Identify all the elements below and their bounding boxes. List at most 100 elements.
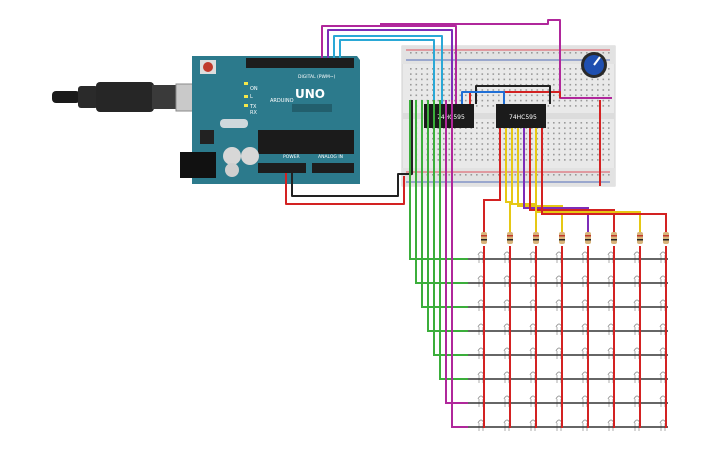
breadboard-hole [558,105,561,107]
breadboard-hole [575,132,577,135]
breadboard-hole [514,174,517,176]
breadboard-hole [503,132,506,135]
breadboard-hole [459,143,462,145]
breadboard-hole [437,83,440,86]
power-header [258,163,306,173]
breadboard-hole [509,68,511,70]
breadboard-hole [525,137,528,140]
breadboard-hole [553,89,555,91]
breadboard-hole [536,83,539,86]
breadboard-hole [586,89,588,91]
breadboard-hole [569,122,572,124]
breadboard-hole [597,137,599,140]
breadboard-hole [448,78,451,81]
breadboard-hole [410,94,412,97]
breadboard-hole [487,68,489,70]
breadboard-hole [465,143,467,145]
breadboard-hole [481,159,484,161]
breadboard-hole [503,89,506,91]
reset-button[interactable] [203,62,213,72]
breadboard-hole [514,148,517,151]
breadboard-hole [591,153,594,156]
breadboard-hole [547,73,550,75]
breadboard-hole [454,89,456,91]
breadboard-hole [558,122,561,124]
breadboard-hole [536,78,539,81]
breadboard-hole [520,132,522,135]
breadboard-hole [575,99,577,102]
breadboard-hole [421,94,423,97]
breadboard-hole [564,174,566,176]
breadboard-hole [542,94,544,97]
breadboard-hole [569,94,572,97]
breadboard-hole [531,89,533,91]
breadboard-hole [591,127,594,129]
breadboard-hole [558,143,561,145]
breadboard-hole [525,89,528,91]
breadboard-hole [547,89,550,91]
breadboard-hole [514,143,517,145]
breadboard-hole [580,78,583,81]
breadboard-hole [553,143,555,145]
breadboard-hole [564,159,566,161]
breadboard-hole [564,153,566,156]
breadboard-hole [547,94,550,97]
breadboard-hole [443,52,445,54]
breadboard-hole [536,99,539,102]
breadboard-hole [476,78,478,81]
breadboard-hole [509,153,511,156]
breadboard-hole [597,127,599,129]
breadboard-hole [525,68,528,70]
breadboard-hole [608,83,610,86]
breadboard-hole [547,148,550,151]
breadboard-hole [564,105,566,107]
breadboard-hole [498,143,500,145]
potentiometer[interactable] [581,52,607,78]
breadboard-hole [553,137,555,140]
breadboard-hole [492,73,495,75]
breadboard-hole [492,127,495,129]
breadboard-hole [481,89,484,91]
breadboard-hole [531,137,533,140]
breadboard-hole [602,174,605,176]
breadboard-hole [487,153,489,156]
breadboard-hole [520,148,522,151]
breadboard-hole [437,52,440,54]
breadboard-hole [448,52,451,54]
breadboard-hole [569,99,572,102]
breadboard-hole [503,148,506,151]
on-label: ON [250,86,258,92]
wire-black-chip [475,85,551,104]
breadboard-hole [580,153,583,156]
breadboard-hole [470,153,473,156]
breadboard-hole [448,73,451,75]
breadboard-hole [575,127,577,129]
breadboard-hole [514,83,517,86]
chip-2-label: 74HC595 [509,114,537,121]
breadboard-hole [531,99,533,102]
breadboard-hole [536,132,539,135]
breadboard-hole [476,143,478,145]
breadboard-hole [503,159,506,161]
breadboard-hole [476,122,478,124]
breadboard-hole [465,52,467,54]
breadboard-hole [481,78,484,81]
breadboard-hole [591,148,594,151]
breadboard-hole [586,137,588,140]
breadboard-hole [569,137,572,140]
row-wire [415,100,468,284]
breadboard-hole [591,78,594,81]
breadboard-hole [443,78,445,81]
breadboard-hole [608,73,610,75]
breadboard-hole [437,78,440,81]
column-feed-wire [505,128,511,232]
breadboard-hole [553,94,555,97]
breadboard-hole [558,159,561,161]
breadboard-hole [580,148,583,151]
breadboard-hole [536,174,539,176]
breadboard-hole [432,78,434,81]
breadboard-hole [569,89,572,91]
breadboard-hole [476,105,478,107]
breadboard-hole [481,153,484,156]
